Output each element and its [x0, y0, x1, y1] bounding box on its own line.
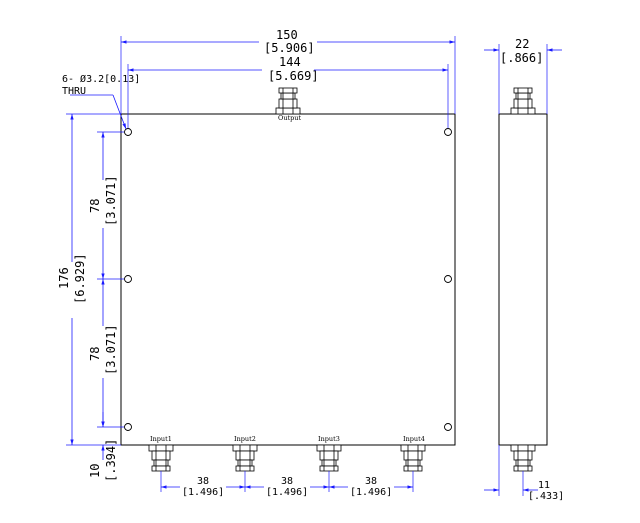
side-body-outline	[498, 113, 548, 446]
output-connector	[275, 87, 301, 115]
dim-input-pitch-2-inch: [1.496]	[266, 487, 308, 498]
mounting-hole-top-left	[124, 128, 132, 136]
side-view: 22 [.866] 11 [.433]	[484, 37, 564, 502]
dim-hole-spacing-inch: [5.669]	[268, 69, 319, 83]
input3-label: Input3	[318, 435, 340, 443]
side-bottom-connector	[510, 444, 536, 472]
dim-side-connector-offset-mm: 11	[538, 480, 550, 491]
dim-bottom-offset-inch: [.394]	[104, 439, 118, 482]
dim-input-pitch-3-mm: 38	[365, 476, 377, 487]
dim-overall-width-inch: [5.906]	[264, 41, 315, 55]
dim-hole-spacing-mm: 144	[279, 55, 301, 69]
mounting-hole-bottom-left	[124, 423, 132, 431]
dim-overall-height-inch: [6.929]	[73, 253, 87, 304]
dim-input-pitch-1-inch: [1.496]	[182, 487, 224, 498]
output-label: Output	[278, 114, 301, 122]
input-connector-4	[400, 444, 426, 472]
dim-input-pitch-2-mm: 38	[281, 476, 293, 487]
dim-input-pitch-1-mm: 38	[197, 476, 209, 487]
dim-input-pitch-3-inch: [1.496]	[350, 487, 392, 498]
dim-overall-width-mm: 150	[276, 28, 298, 42]
dim-side-connector-offset	[484, 445, 538, 496]
mounting-hole-mid-left	[124, 275, 132, 283]
dim-hole-pitch-lower-inch: [3.071]	[104, 324, 118, 375]
dim-bottom-offset-mm: 10	[88, 464, 102, 478]
dim-hole-pitch-upper-mm: 78	[88, 199, 102, 213]
dim-hole-pitch-lower-mm: 78	[88, 347, 102, 361]
mounting-hole-bottom-right	[444, 423, 452, 431]
input-connector-3	[316, 444, 342, 472]
dim-side-connector-offset-inch: [.433]	[528, 491, 564, 502]
dim-side-thickness-mm: 22	[515, 37, 529, 51]
input1-label: Input1	[150, 435, 172, 443]
front-view: Output	[57, 28, 456, 498]
input4-label: Input4	[403, 435, 425, 443]
hole-note-line1: 6- Ø3.2[0.13]	[62, 73, 140, 85]
mounting-hole-top-right	[444, 128, 452, 136]
dim-side-thickness-inch: [.866]	[500, 51, 543, 65]
mounting-hole-mid-right	[444, 275, 452, 283]
side-top-connector	[510, 87, 536, 115]
dim-hole-pitch-upper-inch: [3.071]	[104, 175, 118, 226]
dim-side-thickness	[484, 44, 562, 114]
dim-hole-pitch-upper	[97, 131, 124, 280]
input-connector-2	[232, 444, 258, 472]
dim-overall-height-mm: 176	[57, 267, 71, 289]
hole-note-line2: THRU	[62, 86, 86, 97]
dim-input-pitch	[160, 471, 414, 492]
dim-overall-width	[120, 36, 456, 114]
front-body-outline	[120, 113, 456, 446]
hole-note-leader	[70, 94, 127, 130]
input2-label: Input2	[234, 435, 256, 443]
dim-overall-height	[66, 113, 121, 446]
dim-hole-spacing	[127, 64, 449, 128]
input-connector-1	[148, 444, 174, 472]
